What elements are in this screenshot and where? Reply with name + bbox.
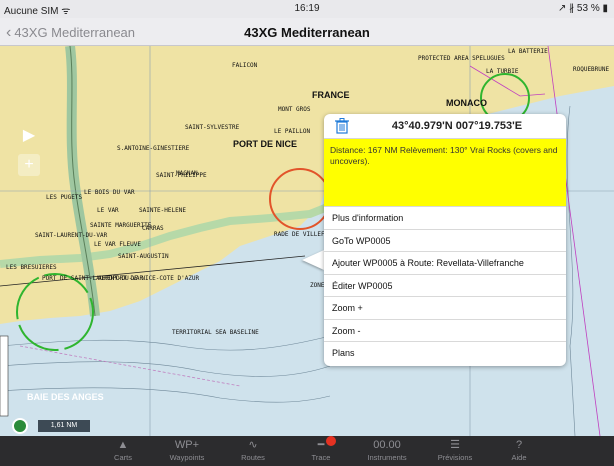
scale-control: 1,61 NM: [8, 418, 98, 434]
popup-coordinates: 43°40.979'N 007°19.753'E: [391, 120, 523, 132]
tab-carts[interactable]: ▲ Carts: [88, 436, 158, 466]
bottom-tab-bar: ▲ Carts WP+ Waypoints ∿ Routes ━ Trace 0…: [0, 436, 614, 466]
popup-info-text: Distance: 167 NM Relèvement: 130° Vrai R…: [324, 139, 566, 206]
green-range-circle: [16, 273, 94, 351]
map-label-protected: PROTECTED AREA SPELUGUES: [418, 55, 505, 62]
map-label-le-bois-du-var: LE BOIS DU VAR: [84, 189, 135, 196]
tab-label-trace: Trace: [311, 453, 331, 462]
map-label-saint-augustin: SAINT-AUGUSTIN: [118, 253, 169, 260]
map-label-saint-antoine: S.ANTOINE-GINESTIERE: [117, 145, 190, 152]
tab-label-waypoints: Waypoints: [169, 453, 205, 462]
map-label-la-batterie: LA BATTERIE: [508, 48, 548, 55]
map-label-sainte-marguerite: SAINTE MARGUERITE: [90, 222, 152, 229]
instruments-icon: 00.00: [373, 439, 401, 451]
map-label-saint-sylvestre: SAINT-SYLVESTRE: [185, 124, 240, 131]
tab-routes[interactable]: ∿ Routes: [218, 436, 288, 466]
tab-aide[interactable]: ? Aide: [484, 436, 554, 466]
map-label-port-de-nice: PORT DE NICE: [233, 139, 298, 149]
scale-bar: 1,61 NM: [38, 420, 90, 432]
tab-label-aide: Aide: [511, 453, 527, 462]
forecast-icon: ☰: [450, 439, 460, 451]
map-label-baie-des-anges: BAIE DES ANGES: [27, 392, 104, 402]
carrier-text: Aucune SIM ᯤ: [4, 6, 71, 17]
map-label-falicon: FALICON: [232, 62, 258, 69]
goto-waypoint-action[interactable]: GoTo WP0005: [324, 228, 566, 252]
map-label-monaco: MONACO: [446, 98, 487, 108]
popup-header: 43°40.979'N 007°19.753'E: [324, 114, 566, 139]
clock: 16:19: [294, 3, 320, 14]
map-label-saint-philippe: SAINT-PHILIPPE: [156, 172, 207, 179]
map-label-rade-villefranche: RADE DE VILLEFRANCHE: [274, 231, 347, 238]
map-label-les-pugets: LES PUGETS: [46, 194, 83, 201]
zoom-in-button[interactable]: +: [18, 154, 40, 176]
map-label-carras: CARRAS: [142, 225, 164, 232]
charts-action[interactable]: Plans: [324, 341, 566, 364]
waypoint-icon: WP+: [174, 439, 200, 451]
map-label-les-bresuieres: LES BRESUIERES: [6, 264, 57, 271]
map-label-aeroport: AEROPORT DE NICE-COTE D'AZUR: [98, 275, 200, 282]
popup-pointer: [302, 250, 324, 270]
map-label-le-var: LE VAR: [97, 207, 119, 214]
help-icon: ?: [515, 439, 523, 451]
back-button-label: 43XG Mediterranean: [14, 25, 136, 40]
trash-icon[interactable]: [335, 118, 349, 134]
nav-bar: ‹43XG Mediterranean 43XG Mediterranean: [0, 18, 614, 46]
play-icon[interactable]: ▶: [22, 127, 36, 144]
map-label-la-turbie: LA TURBIE: [486, 68, 519, 75]
route-icon: ∿: [248, 439, 258, 451]
back-button[interactable]: ‹43XG Mediterranean: [6, 24, 135, 42]
map-label-mont-gros: MONT GROS: [278, 106, 311, 113]
coastal-strip: [0, 202, 332, 268]
tab-previsions[interactable]: ☰ Prévisions: [420, 436, 490, 466]
page-title: 43XG Mediterranean: [244, 25, 370, 40]
ship-icon: ▲: [117, 439, 129, 451]
tab-trace[interactable]: ━ Trace: [286, 436, 356, 466]
map-label-territorial: TERRITORIAL SEA BASELINE: [172, 329, 259, 336]
map-label-magnan: MAGNAN: [176, 170, 198, 177]
tab-label-carts: Carts: [114, 453, 132, 462]
edit-waypoint-action[interactable]: Éditer WP0005: [324, 273, 566, 297]
map-label-le-paillon: LE PAILLON: [274, 128, 311, 135]
tab-label-instruments: Instruments: [367, 453, 407, 462]
recording-indicator: [326, 436, 336, 446]
zoom-in-action[interactable]: Zoom +: [324, 296, 566, 319]
tab-label-routes: Routes: [241, 453, 265, 462]
tab-waypoints[interactable]: WP+ Waypoints: [152, 436, 222, 466]
map-label-france: FRANCE: [312, 90, 350, 100]
tab-instruments[interactable]: 00.00 Instruments: [352, 436, 422, 466]
tab-label-previsions: Prévisions: [437, 453, 473, 462]
map-label-roquebrune: ROQUEBRUNE: [573, 66, 610, 73]
more-info-action[interactable]: Plus d'information: [324, 206, 566, 229]
battery-indicator: ↗ ∦ 53 % ▮: [557, 3, 608, 14]
trace-icon: ━: [317, 439, 325, 451]
map-label-sainte-helene: SAINTE-HELENE: [139, 207, 186, 214]
locate-icon[interactable]: [12, 418, 28, 434]
map-label-saint-laurent: SAINT-LAURENT-DU-VAR: [35, 232, 108, 239]
map-label-port-du-laurent: PORT DE SAINT-LAURENT-DU-VAR: [42, 275, 144, 282]
waypoint-popup: 43°40.979'N 007°19.753'E Distance: 167 N…: [324, 114, 566, 366]
zoom-out-action[interactable]: Zoom -: [324, 318, 566, 342]
add-to-route-action[interactable]: Ajouter WP0005 à Route: Revellata-Villef…: [324, 251, 566, 274]
chevron-left-icon: ‹: [6, 24, 12, 41]
map-label-le-var-fleuve: LE VAR FLEUVE: [94, 241, 141, 248]
status-bar: Aucune SIM ᯤ 16:19 ↗ ∦ 53 % ▮: [0, 0, 614, 18]
